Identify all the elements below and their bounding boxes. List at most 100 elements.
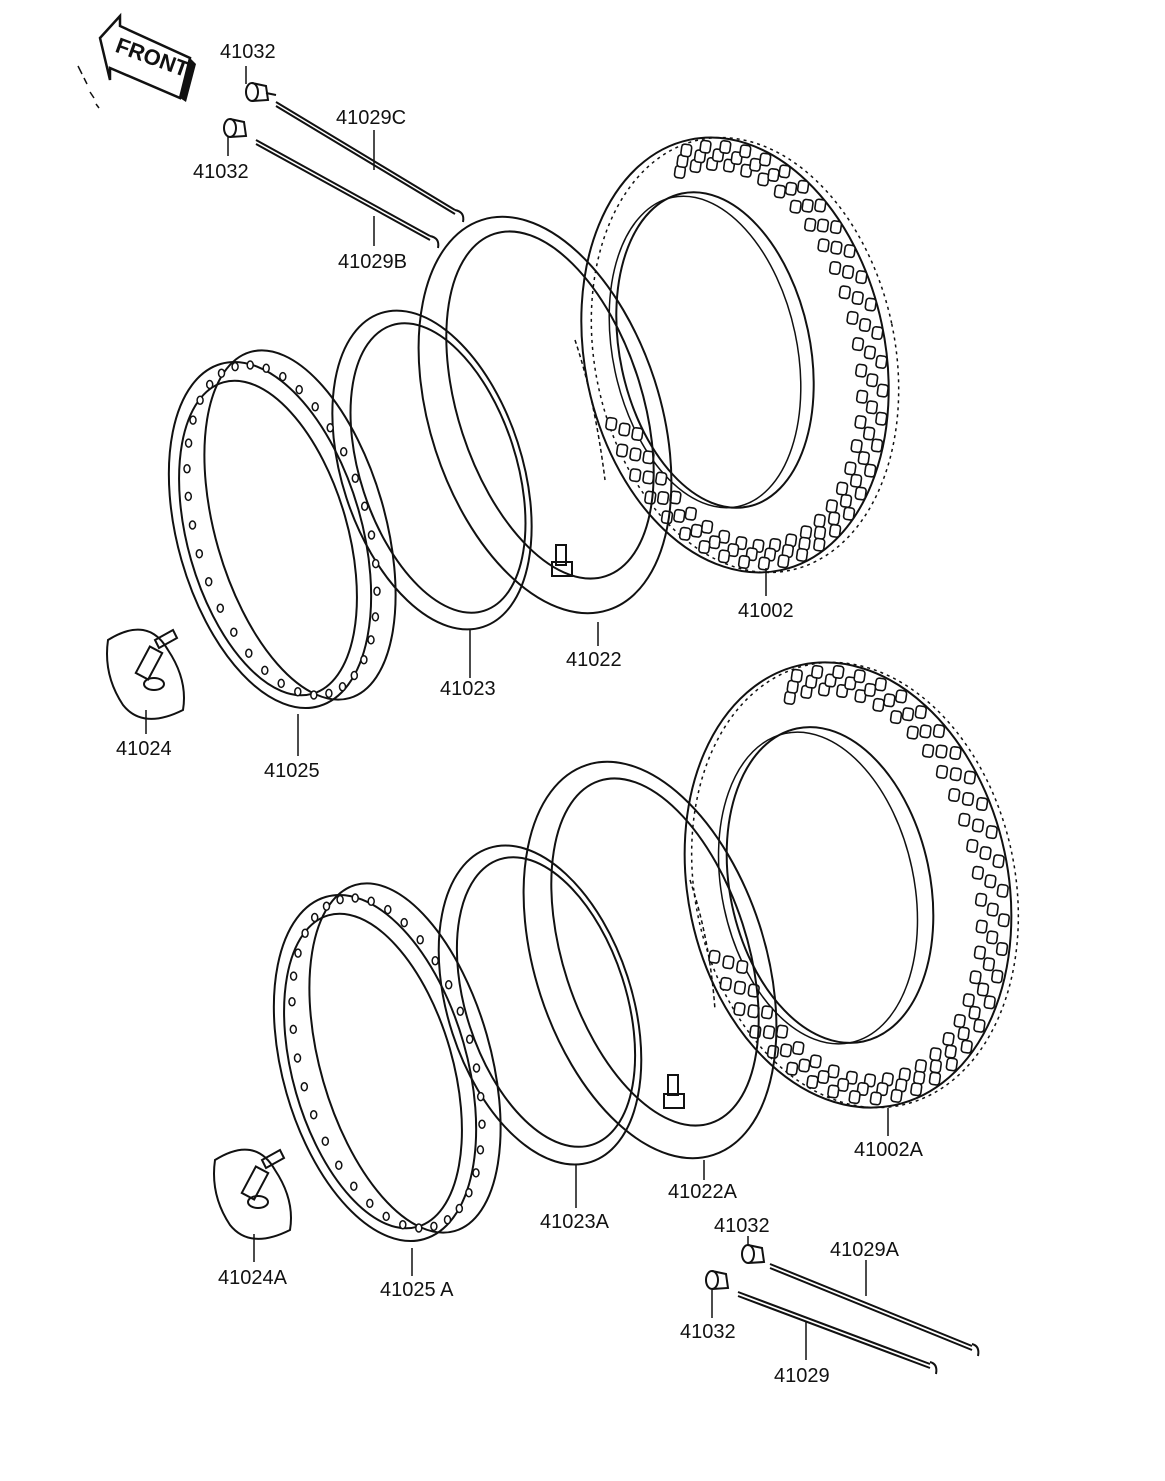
tread-knob — [858, 317, 872, 333]
spoke-hole — [465, 1034, 474, 1045]
spoke-hole — [311, 402, 319, 412]
tread-knob — [785, 1061, 799, 1076]
rear-tire-tread — [708, 664, 1010, 1106]
tread-knob — [906, 725, 919, 740]
spoke-hole — [289, 1024, 298, 1035]
rear-spoke — [737, 1291, 938, 1375]
tread-knob — [789, 199, 802, 214]
tread-knob — [944, 1044, 957, 1059]
part-labels: 41032 41032 41029C 41029B 41002 41022 41… — [116, 41, 924, 1387]
rear-spoke-head-upper — [741, 1244, 766, 1264]
tread-knob — [848, 1090, 861, 1105]
label-41029b: 41029B — [338, 251, 407, 273]
tread-knob — [854, 689, 867, 704]
tread-knob — [866, 373, 879, 388]
tread-knob — [736, 959, 749, 974]
tread-knob — [766, 1044, 780, 1059]
tread-knob — [843, 244, 856, 259]
tread-knob — [957, 1026, 970, 1041]
label-41023a: 41023A — [540, 1211, 610, 1233]
front-rim-lock — [106, 628, 185, 720]
spoke-hole — [367, 896, 375, 907]
tread-knob — [811, 664, 824, 679]
spoke-hole — [217, 368, 226, 378]
spoke-hole — [360, 501, 369, 512]
tread-knob — [760, 1005, 774, 1020]
tread-knob — [698, 539, 711, 555]
tread-knob — [809, 1054, 822, 1069]
tread-knob — [801, 198, 814, 213]
spoke-hole — [195, 548, 204, 559]
tread-knob — [992, 854, 1005, 869]
spoke-hole — [382, 1211, 390, 1222]
tread-knob — [827, 511, 841, 526]
spoke-hole — [478, 1119, 486, 1129]
scribble-marks — [77, 65, 100, 109]
spoke-hole — [339, 447, 348, 457]
tread-knob — [966, 838, 979, 853]
tread-knob — [995, 941, 1009, 957]
tread-knob — [779, 1043, 793, 1058]
spoke-hole — [294, 948, 302, 958]
tread-knob — [945, 1057, 958, 1072]
spoke-hole — [476, 1145, 485, 1155]
front-rim — [167, 349, 397, 709]
tread-knob — [708, 535, 721, 550]
tread-knob — [895, 689, 908, 704]
front-tube-valve — [551, 544, 573, 577]
spoke-hole — [293, 1053, 302, 1063]
label-41024a: 41024A — [218, 1267, 288, 1289]
tread-knob — [962, 993, 975, 1008]
tread-knob — [846, 310, 859, 325]
leader-lines — [145, 66, 889, 1360]
front-spoke-head-upper — [245, 82, 277, 102]
tread-knob — [757, 556, 771, 571]
tread-knob — [673, 508, 686, 523]
tread-knob — [890, 1088, 903, 1103]
spoke-hole — [288, 997, 296, 1007]
tread-knob — [733, 1002, 746, 1017]
tread-knob — [961, 791, 975, 807]
tread-knob — [778, 164, 791, 179]
spoke-hole — [456, 1006, 465, 1017]
tread-knob — [838, 285, 851, 300]
spoke-hole — [472, 1063, 481, 1073]
tread-knob — [851, 290, 864, 306]
spoke-hole — [277, 678, 285, 689]
label-41025a: 41025 A — [380, 1279, 454, 1301]
tread-knob — [739, 144, 752, 159]
front-spoke-c — [275, 101, 465, 223]
tread-knob — [862, 426, 876, 441]
tread-knob — [835, 481, 849, 496]
tread-knob — [629, 468, 642, 483]
tread-knob — [804, 217, 817, 232]
spoke-hole — [325, 688, 333, 699]
spoke-hole — [366, 1198, 374, 1209]
tread-knob — [960, 1039, 973, 1054]
spoke-hole — [335, 1160, 343, 1170]
label-41025: 41025 — [264, 760, 320, 782]
tread-knob — [910, 1082, 923, 1097]
spoke-hole — [261, 665, 269, 676]
tread-knob — [855, 389, 869, 404]
tread-knob — [953, 1013, 966, 1028]
tread-knob — [631, 426, 644, 442]
spoke-hole — [294, 686, 302, 697]
tread-knob — [717, 549, 731, 564]
tread-knob — [655, 471, 668, 486]
tread-knob — [836, 1077, 850, 1092]
tread-knob — [844, 676, 857, 691]
tread-knob — [827, 1084, 840, 1099]
tread-knob — [929, 1059, 942, 1074]
tread-knob — [985, 825, 998, 840]
tread-knob — [921, 743, 935, 758]
tread-knob — [817, 1069, 830, 1085]
tread-knob — [976, 982, 990, 997]
tread-knob — [656, 490, 670, 506]
label-41029: 41029 — [774, 1365, 830, 1387]
tread-knob — [968, 1005, 981, 1020]
tread-knob — [973, 1018, 986, 1033]
tread-knob — [864, 297, 877, 312]
tread-knob — [851, 337, 865, 352]
tread-knob — [828, 523, 842, 538]
